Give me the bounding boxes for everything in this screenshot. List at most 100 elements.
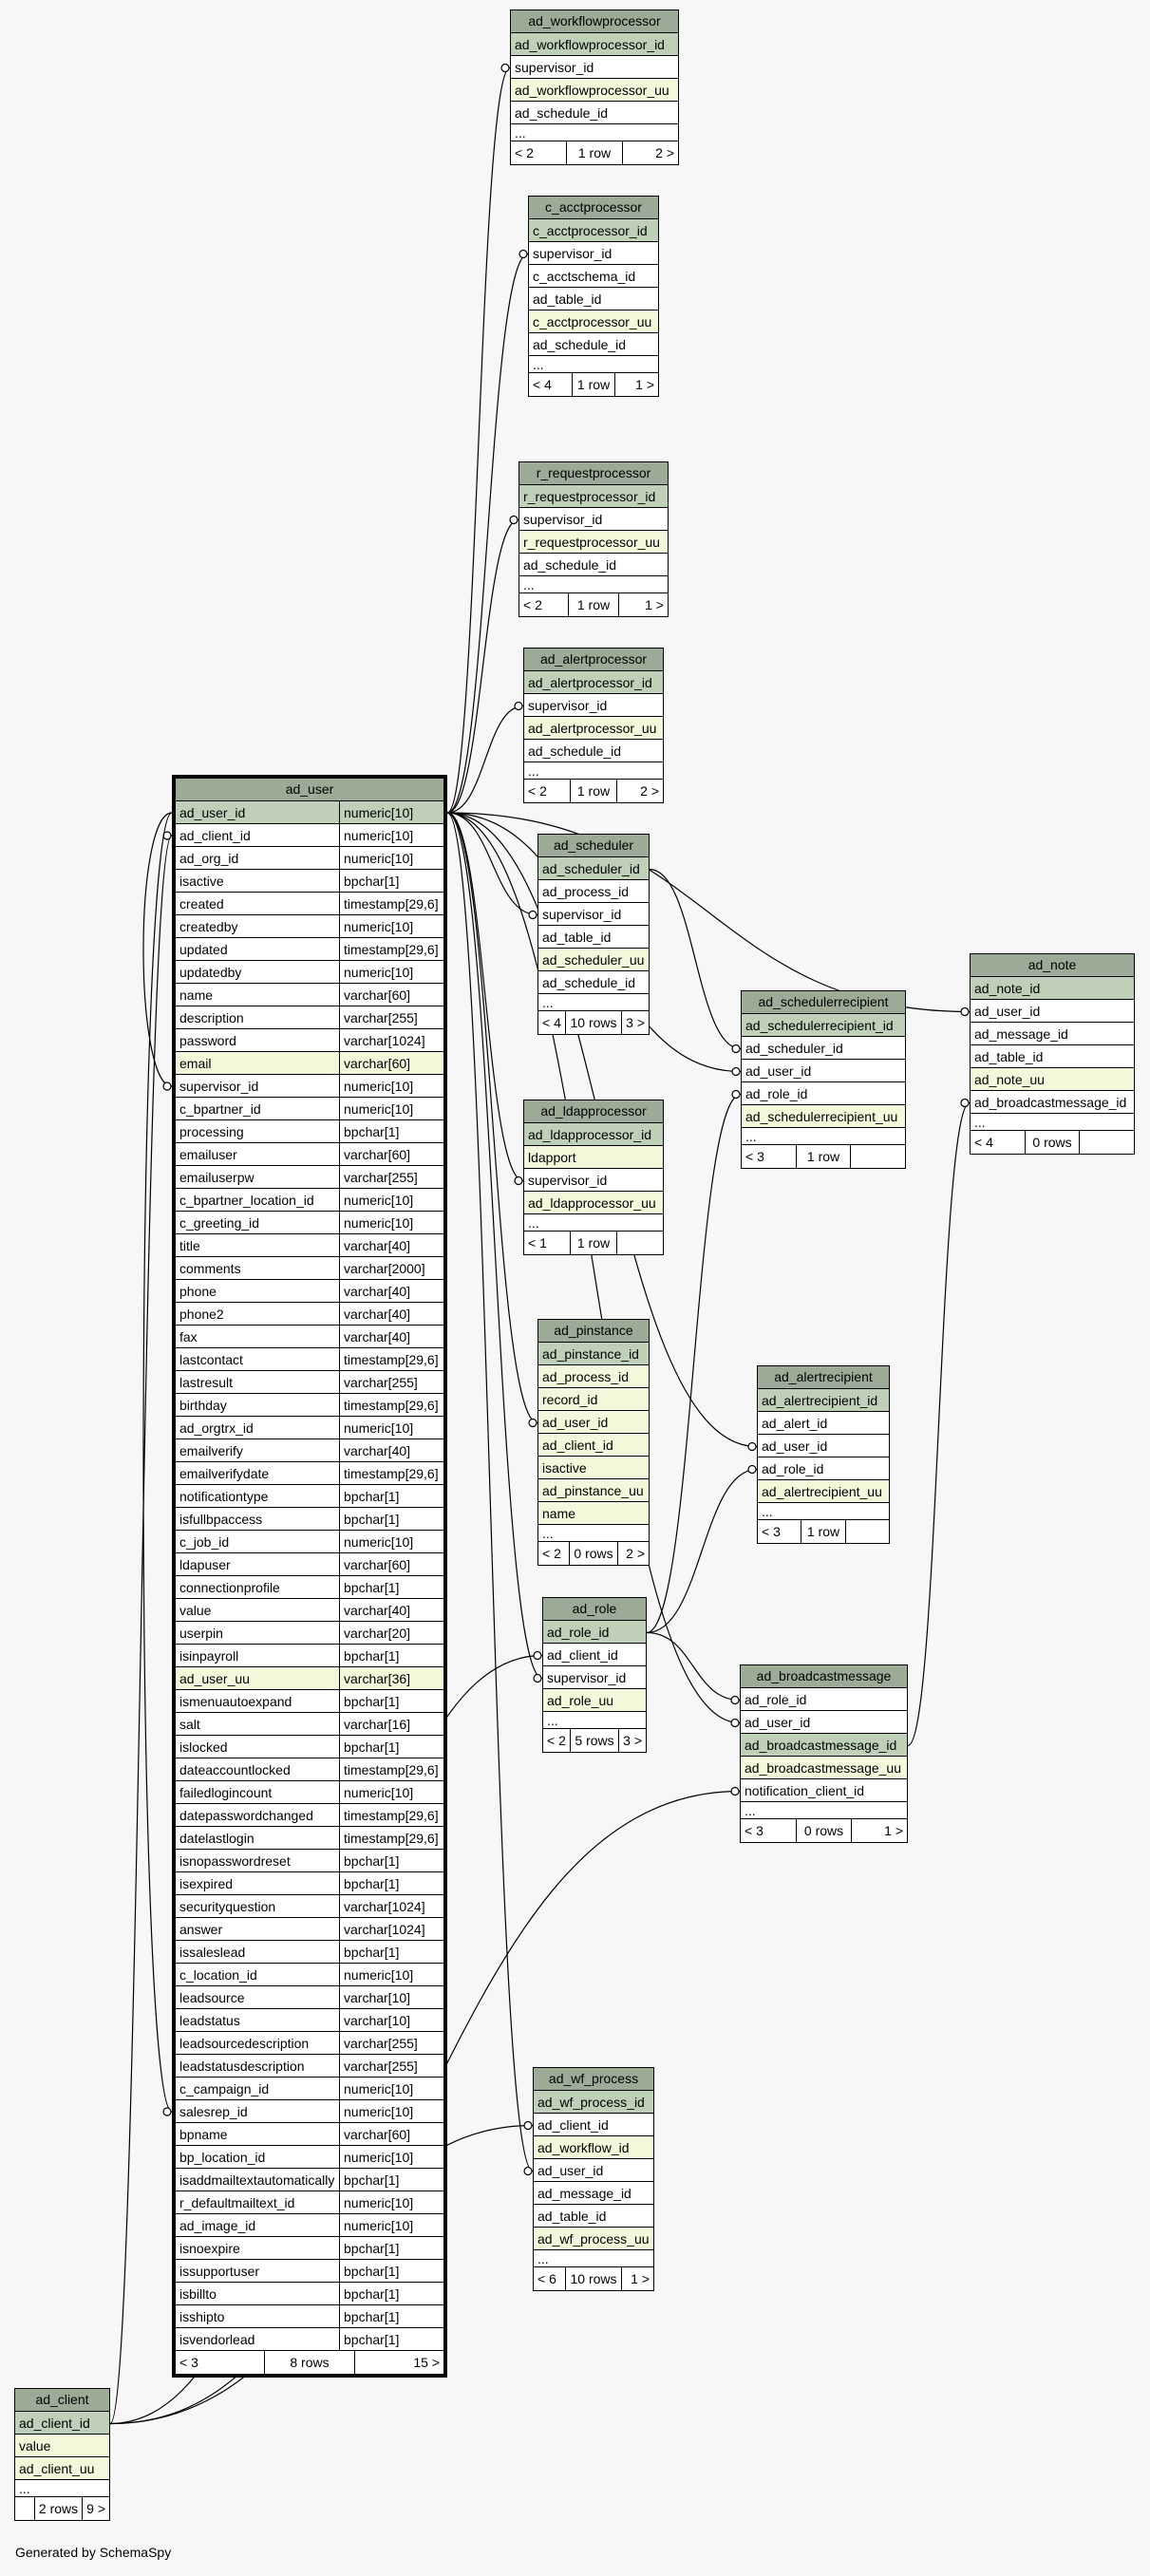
table-title[interactable]: ad_user <box>176 779 443 801</box>
column-row[interactable]: isactive <box>538 1457 649 1479</box>
parents-link[interactable]: < 2 <box>542 1546 561 1561</box>
children-link[interactable]: 2 > <box>616 1542 649 1565</box>
children-link[interactable]: 3 > <box>617 1729 646 1752</box>
column-row[interactable]: supervisor_id <box>524 694 663 717</box>
children-link[interactable]: 1 > <box>617 593 668 616</box>
column-row[interactable]: ad_client_id <box>543 1644 646 1666</box>
parents-link[interactable] <box>15 2497 34 2520</box>
children-link[interactable]: 1 > <box>851 1819 907 1842</box>
column-row[interactable]: ad_wf_process_id <box>534 2091 653 2114</box>
children-link[interactable] <box>850 1145 905 1168</box>
table-title[interactable]: ad_alertprocessor <box>524 649 663 671</box>
table-title[interactable]: ad_wf_process <box>534 2068 653 2091</box>
column-row[interactable]: supervisor_id <box>519 508 668 531</box>
column-row[interactable]: ad_user_id <box>741 1711 907 1734</box>
table-title[interactable]: ad_ldapprocessor <box>524 1100 663 1123</box>
children-link[interactable]: 15 > <box>353 2351 443 2374</box>
column-row[interactable]: name <box>538 1502 649 1525</box>
column-row[interactable]: ad_broadcastmessage_uu <box>741 1757 907 1779</box>
column-row[interactable]: ad_pinstance_uu <box>538 1479 649 1502</box>
table-title[interactable]: ad_workflowprocessor <box>511 10 678 33</box>
column-row[interactable]: supervisor_id <box>529 242 658 265</box>
children-link[interactable] <box>616 1232 663 1254</box>
parents-link[interactable]: < 3 <box>745 1823 764 1838</box>
column-row[interactable]: ad_schedule_id <box>538 971 649 994</box>
column-row[interactable]: r_requestprocessor_id <box>519 485 668 508</box>
parents-link[interactable]: < 1 <box>528 1235 547 1250</box>
column-row[interactable]: ad_workflowprocessor_id <box>511 33 678 56</box>
table-title[interactable]: c_acctprocessor <box>529 197 658 219</box>
column-row[interactable]: ad_client_id <box>538 1434 649 1457</box>
column-row[interactable]: ad_client_id <box>534 2114 653 2136</box>
parents-link[interactable]: < 3 <box>762 1524 781 1539</box>
column-row[interactable]: c_acctschema_id <box>529 265 658 288</box>
table-title[interactable]: r_requestprocessor <box>519 462 668 485</box>
column-row[interactable]: ad_role_id <box>742 1082 905 1105</box>
children-link[interactable]: 1 > <box>614 373 658 396</box>
column-row[interactable]: ad_alertrecipient_id <box>758 1389 889 1412</box>
table-title[interactable]: ad_scheduler <box>538 835 649 857</box>
parents-link[interactable]: < 2 <box>523 597 542 612</box>
children-link[interactable]: 2 > <box>622 141 678 164</box>
column-row[interactable]: ad_scheduler_id <box>538 857 649 880</box>
column-row[interactable]: ad_alertprocessor_uu <box>524 717 663 740</box>
column-row[interactable]: ad_schedule_id <box>524 740 663 762</box>
column-row[interactable]: ad_role_uu <box>543 1689 646 1712</box>
table-title[interactable]: ad_pinstance <box>538 1320 649 1343</box>
column-row[interactable]: c_acctprocessor_id <box>529 219 658 242</box>
parents-link[interactable]: < 2 <box>547 1733 566 1748</box>
column-row[interactable]: ldapport <box>524 1146 663 1169</box>
column-row[interactable]: ad_alert_id <box>758 1412 889 1435</box>
column-row[interactable]: ad_ldapprocessor_id <box>524 1123 663 1146</box>
column-row[interactable]: ad_table_id <box>538 926 649 949</box>
children-link[interactable]: 3 > <box>620 1011 649 1034</box>
column-row[interactable]: ad_schedulerrecipient_id <box>742 1014 905 1037</box>
column-row[interactable]: r_requestprocessor_uu <box>519 531 668 554</box>
parents-link[interactable]: < 3 <box>745 1149 764 1164</box>
column-row[interactable]: ad_user_id <box>538 1411 649 1434</box>
column-row[interactable]: supervisor_id <box>511 56 678 79</box>
column-row[interactable]: ad_role_id <box>543 1621 646 1644</box>
column-row[interactable]: ad_schedulerrecipient_uu <box>742 1105 905 1128</box>
table-title[interactable]: ad_broadcastmessage <box>741 1665 907 1688</box>
column-row[interactable]: ad_message_id <box>971 1023 1134 1045</box>
column-row[interactable]: ad_scheduler_uu <box>538 949 649 971</box>
column-row[interactable]: supervisor_id <box>524 1169 663 1192</box>
column-row[interactable]: ad_note_uu <box>971 1068 1134 1091</box>
column-row[interactable]: ad_process_id <box>538 1365 649 1388</box>
children-link[interactable] <box>844 1520 889 1543</box>
column-row[interactable]: ad_client_uu <box>15 2457 109 2480</box>
children-link[interactable]: 2 > <box>616 780 663 802</box>
